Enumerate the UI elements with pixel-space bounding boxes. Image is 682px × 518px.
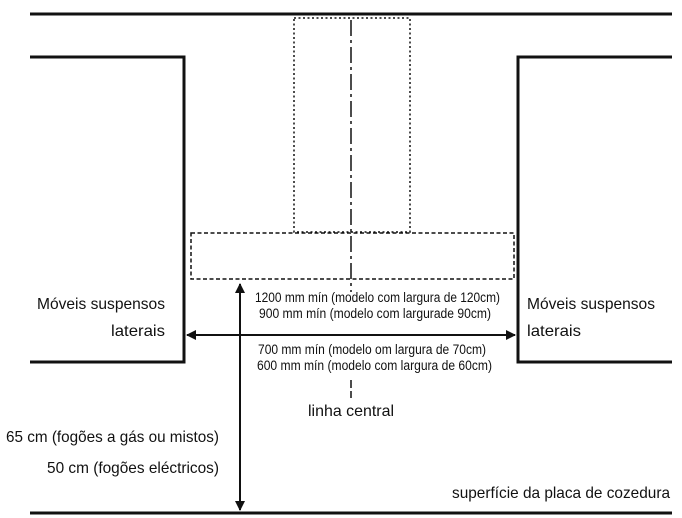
- width-label-1200: 1200 mm mín (modelo com largura de 120cm…: [255, 290, 500, 305]
- left-cabinet-label-line2: laterais: [111, 323, 165, 340]
- left-cabinet-label-line1: Móveis suspensos: [37, 296, 165, 313]
- right-cabinet-label-line2: laterais: [527, 323, 581, 340]
- height-label-electric: 50 cm (fogões eléctricos): [47, 460, 219, 477]
- width-label-900: 900 mm mín (modelo com largurade 90cm): [259, 306, 491, 321]
- center-line-label: linha central: [308, 403, 394, 420]
- hood-canopy-outline: [190, 232, 515, 280]
- left-wall-cabinet: [30, 55, 186, 364]
- right-cabinet-label-line1: Móveis suspensos: [527, 296, 655, 313]
- height-label-gas: 65 cm (fogões a gás ou mistos): [6, 429, 219, 446]
- right-wall-cabinet: [516, 55, 672, 364]
- width-label-600: 600 mm mín (modelo com largura de 60cm): [257, 358, 492, 373]
- hood-chimney-outline: [293, 17, 411, 233]
- hob-surface-label: superfície da placa de cozedura: [452, 485, 670, 502]
- width-label-700: 700 mm mín (modelo om largura de 70cm): [258, 342, 486, 357]
